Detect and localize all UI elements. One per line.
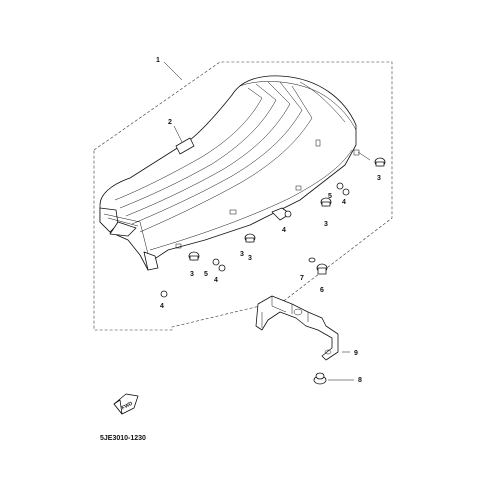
- callout-9: 9: [354, 350, 358, 357]
- bracket-part-9: [255, 295, 339, 361]
- callout-4a: 4: [342, 199, 346, 206]
- callout-4c: 4: [214, 277, 218, 284]
- callout-3d: 3: [190, 271, 194, 278]
- collar-part-4c: [160, 290, 168, 298]
- callout-6: 6: [320, 287, 324, 294]
- diagram-code: 5JE3010-1230: [100, 435, 146, 442]
- callout-8: 8: [358, 377, 362, 384]
- callout-3e: 3: [240, 251, 244, 258]
- collar-part-4a: [342, 188, 350, 196]
- callout-3c: 3: [248, 255, 252, 262]
- bolt-part-6: [316, 263, 328, 275]
- bracket-tab: [271, 207, 292, 221]
- callout-4b: 4: [282, 227, 286, 234]
- bolt-part-3c: [244, 233, 256, 243]
- callout-7: 7: [300, 275, 304, 282]
- nut-part-8: [313, 372, 327, 385]
- callout-5a: 5: [328, 193, 332, 200]
- fwd-arrow-icon: FWD: [113, 393, 139, 415]
- callout-3a: 3: [377, 175, 381, 182]
- collar-part-5a: [336, 182, 344, 190]
- seat-part: [99, 75, 360, 271]
- bolt-part-3d: [188, 251, 200, 261]
- callout-4d: 4: [160, 303, 164, 310]
- callout-1: 1: [156, 57, 160, 64]
- callout-2: 2: [168, 119, 172, 126]
- washer-part-7: [308, 257, 316, 263]
- bolt-part-3b: [320, 197, 332, 207]
- assembly-boundary: [93, 61, 393, 331]
- callout-3b: 3: [324, 221, 328, 228]
- collar-part-5b: [212, 258, 220, 266]
- fwd-label: FWD: [121, 401, 134, 412]
- collar-part-4b: [218, 264, 226, 272]
- callout-5b: 5: [204, 271, 208, 278]
- bolt-part-3a: [357, 151, 386, 167]
